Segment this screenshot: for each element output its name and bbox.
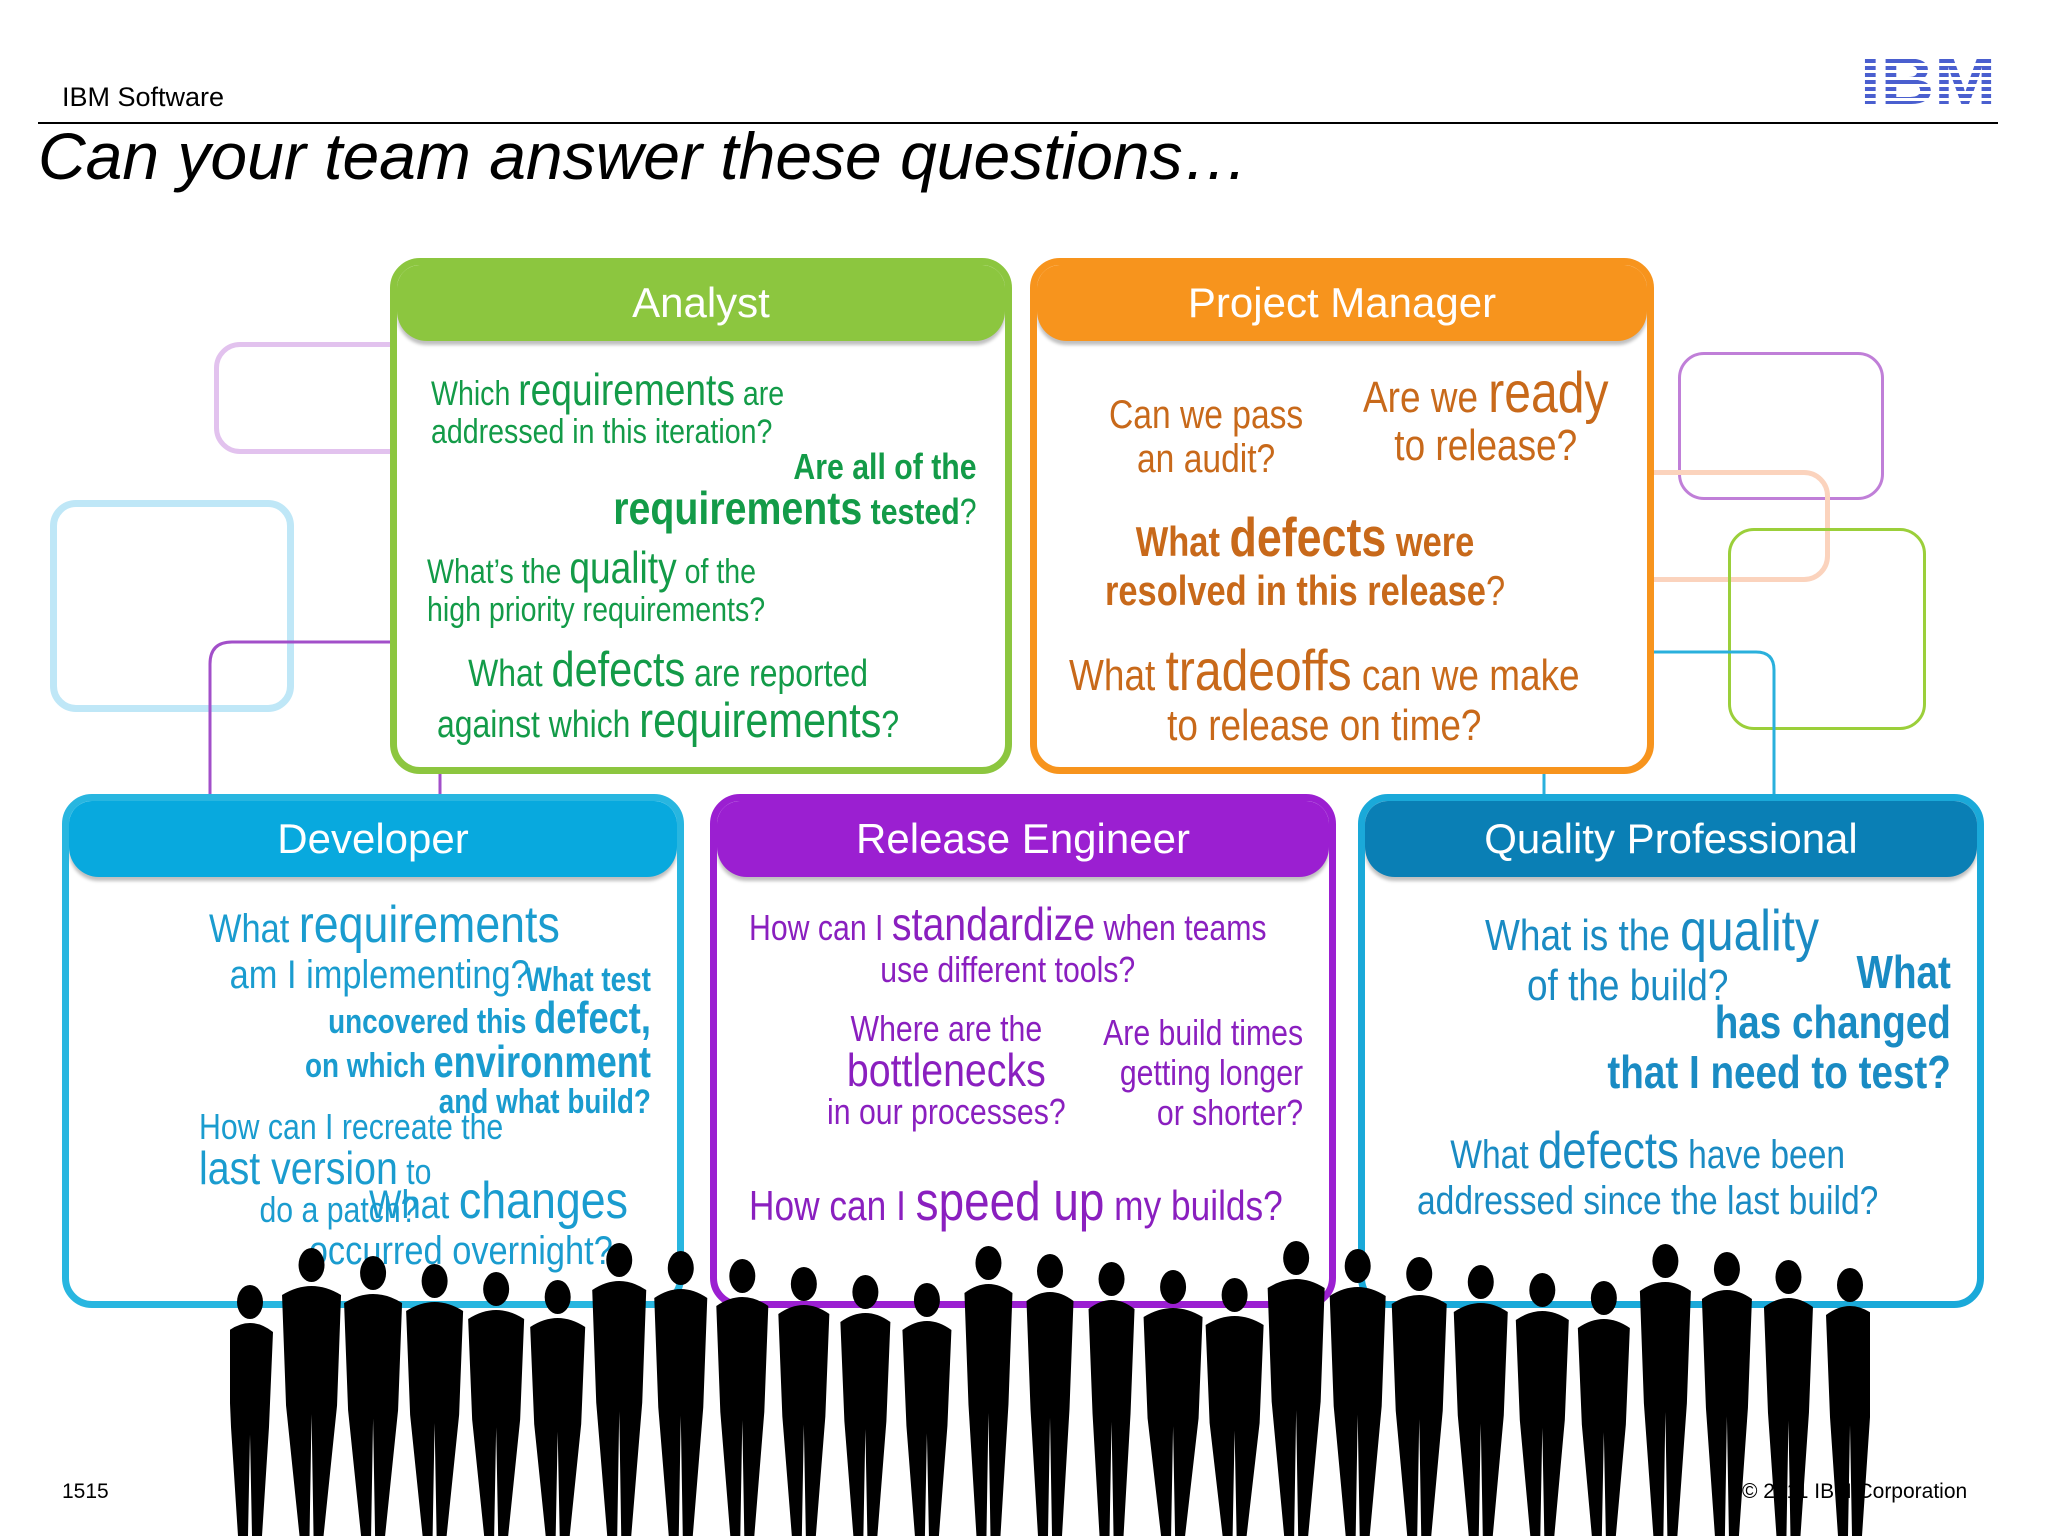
developer-question-1: What requirements am I implementing? [209, 896, 560, 997]
release-engineer-question-1: How can I standardize when teams use dif… [749, 898, 1267, 990]
person-silhouette [1577, 1281, 1630, 1536]
person-silhouette [1267, 1241, 1325, 1536]
analyst-question-2: Are all of the requirements tested? [613, 446, 977, 534]
release-engineer-question-3: Are build times getting longer or shorte… [1102, 1012, 1303, 1133]
quality-professional-question-1: What is the quality of the build? [1485, 899, 1820, 1011]
person-silhouette [1391, 1257, 1447, 1536]
person-silhouette [840, 1275, 891, 1536]
person-silhouette [230, 1285, 273, 1536]
person-silhouette [282, 1248, 342, 1536]
person-silhouette [778, 1267, 830, 1536]
quality-professional-question-2: What has changed that I need to test? [1607, 946, 1951, 1098]
analyst-header: Analyst [397, 265, 1005, 341]
quality-professional-header: Quality Professional [1365, 801, 1977, 877]
release-engineer-question-4: How can I speed up my builds? [749, 1171, 1283, 1232]
person-silhouette [902, 1283, 952, 1536]
project-manager-box: Project Manager Can we pass an audit? Ar… [1030, 258, 1654, 774]
analyst-question-3: What’s the quality of the high priority … [427, 544, 766, 630]
developer-question-2: What test uncovered this defect, on whic… [304, 961, 651, 1122]
person-silhouette [344, 1256, 403, 1536]
deco-frame-purple-right [1678, 352, 1884, 500]
deco-frame-lime [1728, 528, 1926, 730]
developer-question-3: How can I recreate the last version to d… [199, 1106, 504, 1230]
svg-text:IBM: IBM [1860, 52, 1996, 108]
person-silhouette [1826, 1268, 1870, 1536]
person-silhouette [964, 1246, 1013, 1536]
person-silhouette [468, 1272, 525, 1536]
analyst-box: Analyst Which requirements are addressed… [390, 258, 1012, 774]
header-rule [38, 122, 1998, 124]
project-manager-question-3: What defects were resolved in this relea… [1105, 507, 1506, 614]
slide-number: 1515 [62, 1480, 109, 1503]
person-silhouette [1453, 1265, 1508, 1536]
person-silhouette [592, 1243, 647, 1536]
person-silhouette [716, 1259, 769, 1536]
page-title: Can your team answer these questions… [38, 119, 1249, 193]
person-silhouette [530, 1280, 586, 1536]
person-silhouette [1205, 1278, 1264, 1536]
person-silhouette [1515, 1273, 1569, 1536]
person-silhouette [1329, 1249, 1386, 1536]
developer-box: Developer What requirements am I impleme… [62, 794, 684, 1308]
analyst-question-4: What defects are reported against which … [437, 642, 900, 749]
person-silhouette [1088, 1262, 1135, 1536]
developer-header: Developer [69, 801, 677, 877]
deco-frame-lightblue [50, 500, 294, 712]
project-manager-question-1: Can we pass an audit? [1109, 393, 1304, 481]
person-silhouette [1701, 1252, 1752, 1536]
release-engineer-box: Release Engineer How can I standardize w… [710, 794, 1336, 1308]
project-manager-header: Project Manager [1037, 265, 1647, 341]
copyright: © 2011 IBM Corporation [1742, 1480, 1968, 1503]
person-silhouette [406, 1264, 464, 1536]
ibm-logo: IBM [1860, 52, 1996, 108]
analyst-question-1: Which requirements are addressed in this… [431, 366, 785, 452]
developer-question-4: What changes occurred overnight? [308, 1172, 628, 1273]
person-silhouette [1763, 1260, 1813, 1536]
person-silhouette [1026, 1254, 1074, 1536]
release-engineer-header: Release Engineer [717, 801, 1329, 877]
person-silhouette [1639, 1244, 1691, 1536]
brand-label: IBM Software [62, 82, 225, 112]
project-manager-question-4: What tradeoffs can we make to release on… [1069, 639, 1580, 751]
quality-professional-question-3: What defects have been addressed since t… [1417, 1122, 1879, 1223]
release-engineer-question-2: Where are the bottlenecks in our process… [827, 1008, 1066, 1132]
person-silhouette [1143, 1270, 1203, 1536]
people-silhouettes [230, 1241, 1870, 1536]
person-silhouette [654, 1251, 708, 1536]
project-manager-question-2: Are we ready to release? [1363, 361, 1609, 471]
